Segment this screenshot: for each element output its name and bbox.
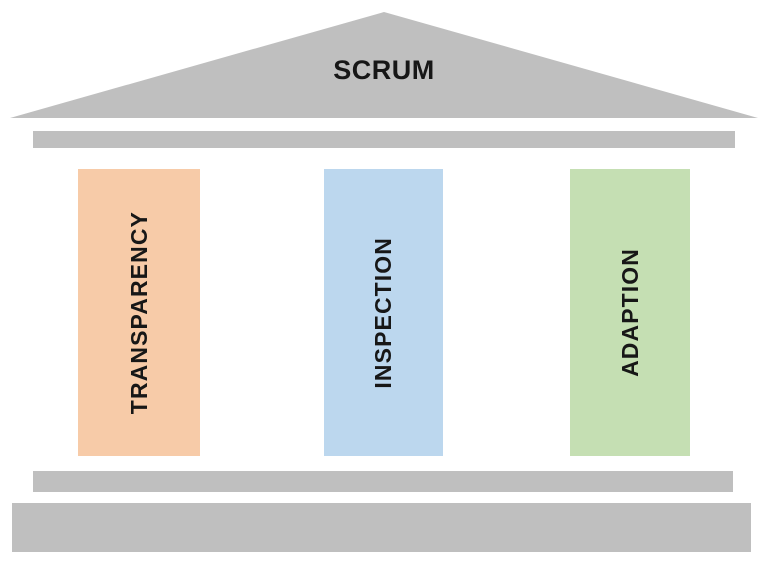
pillar-adaption-label: ADAPTION (616, 248, 643, 377)
roof-title: SCRUM (333, 55, 435, 85)
roof-triangle-icon (10, 12, 758, 118)
pillar-adaption[interactable]: ADAPTION (570, 169, 690, 456)
pillar-inspection-label: INSPECTION (370, 236, 396, 389)
architrave-bottom-beam (33, 471, 733, 492)
architrave-top-beam (33, 131, 735, 148)
roof-pediment: SCRUM (0, 0, 768, 125)
pillar-transparency-label: TRANSPARENCY (125, 210, 152, 415)
pillar-inspection[interactable]: INSPECTION (324, 169, 443, 456)
foundation-base (12, 503, 751, 552)
pillar-transparency[interactable]: TRANSPARENCY (78, 169, 200, 456)
